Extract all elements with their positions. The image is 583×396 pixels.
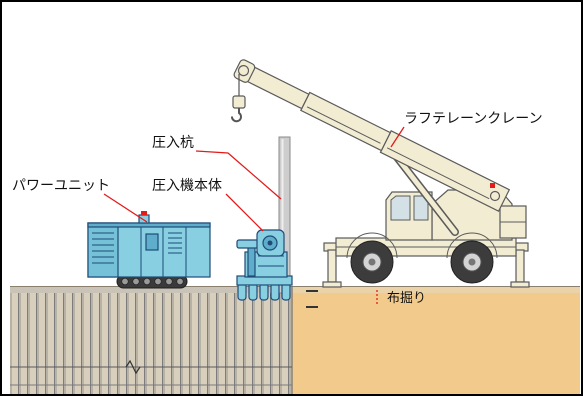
power-unit — [87, 211, 211, 289]
press-in-machine — [236, 229, 293, 301]
outrigger-pad-left — [322, 281, 342, 288]
housing-roof-edge — [87, 222, 211, 228]
label-crane: ラフテレーンクレーン — [390, 111, 543, 148]
cab-side-window — [413, 195, 429, 221]
boom-panel-line — [386, 147, 490, 200]
wheel-hub-center — [368, 258, 376, 266]
track-roller — [143, 277, 151, 286]
track-roller — [154, 277, 162, 286]
hook-block — [232, 95, 246, 109]
outrigger-pad-right — [510, 281, 530, 288]
press-in-pile-leader — [195, 150, 282, 200]
crane-hook — [231, 108, 242, 123]
wheel-hub-center — [468, 258, 476, 266]
crane-beacon — [490, 183, 495, 188]
press-in-pile-label: 圧入杭 — [152, 135, 194, 151]
label-press-in-pile: 圧入杭 — [152, 135, 282, 200]
radiator-panel — [87, 222, 119, 278]
track-roller — [121, 277, 129, 286]
excavation-ground — [292, 293, 580, 396]
track-roller — [165, 277, 173, 286]
track-roller — [176, 277, 184, 286]
ground-surface-band — [10, 286, 580, 293]
fender-front — [346, 232, 398, 259]
trench-label: 布掘り — [387, 291, 426, 306]
crane-leader — [390, 126, 405, 148]
boom-sheave — [237, 65, 250, 77]
press-cylinder — [247, 245, 256, 277]
crane-boom — [233, 59, 511, 213]
side-arm — [236, 239, 260, 249]
housing-louvers — [168, 232, 182, 254]
pile-head-band — [10, 286, 292, 293]
press-in-machine-leader — [225, 193, 264, 232]
radiator-grille — [92, 232, 114, 264]
outrigger-jack-right — [515, 249, 525, 283]
sheet-pile-wall — [10, 293, 292, 396]
luffing-cylinder-rod — [393, 153, 458, 235]
ground: 布掘り — [10, 286, 580, 396]
break-mark — [125, 359, 141, 375]
outrigger-jack-left — [327, 249, 337, 283]
rough-terrain-crane — [231, 59, 530, 288]
warning-lamp — [141, 211, 147, 215]
chuck-center — [267, 240, 273, 246]
fender-rear — [446, 232, 498, 259]
power-unit-label: パワーユニット — [12, 178, 110, 194]
label-power-unit: パワーユニット — [12, 178, 148, 223]
press-in-machine-label: 圧入機本体 — [152, 178, 222, 194]
cab-front-window — [390, 195, 411, 221]
track-roller — [132, 277, 140, 286]
crane-label: ラフテレーンクレーン — [404, 111, 543, 127]
boom-pivot — [489, 190, 501, 202]
control-panel — [145, 233, 159, 251]
boom-panel-line — [306, 106, 381, 144]
exhaust-stack — [138, 214, 150, 224]
power-unit-leader — [103, 193, 148, 223]
label-press-in-machine: 圧入機本体 — [152, 178, 264, 232]
